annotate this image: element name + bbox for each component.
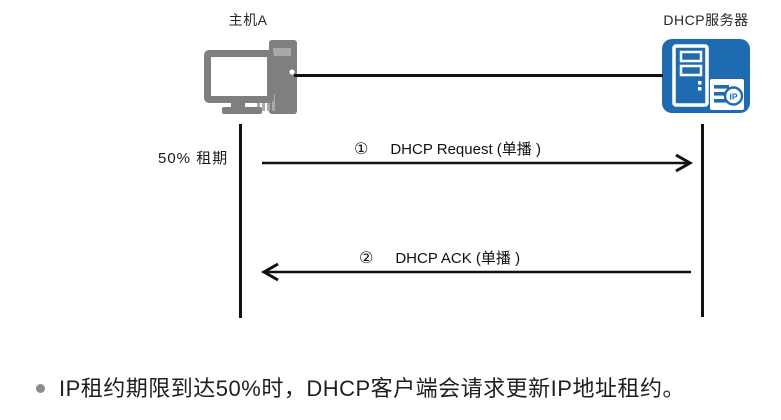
bullet-icon	[36, 384, 45, 393]
dhcp-server-label: DHCP服务器	[663, 12, 749, 28]
host-server-connector-line	[294, 74, 663, 77]
message-2-marker: ②	[359, 249, 374, 267]
dhcp-server-icon: IP	[662, 39, 750, 114]
message-1-marker: ①	[354, 140, 369, 158]
host-label: 主机A	[228, 12, 268, 28]
ip-badge-text: IP	[729, 92, 737, 102]
message-1-arrow-right	[260, 152, 696, 174]
lease-50-label: 50% 租期	[158, 150, 229, 167]
message-2-arrow-left	[258, 261, 694, 283]
server-lifeline	[701, 124, 704, 317]
note-row: IP租约期限到达50%时，DHCP客户端会请求更新IP地址租约。	[36, 371, 685, 403]
message-1-text: DHCP Request (单播 )	[390, 141, 541, 158]
message-2-text: DHCP ACK (单播 )	[395, 250, 521, 267]
note-text: IP租约期限到达50%时，DHCP客户端会请求更新IP地址租约。	[59, 376, 685, 401]
host-computer-icon	[198, 36, 298, 115]
message-2-label: ② DHCP ACK (单播 )	[359, 247, 520, 268]
message-1-label: ① DHCP Request (单播 )	[354, 138, 541, 159]
host-lifeline	[239, 124, 242, 318]
